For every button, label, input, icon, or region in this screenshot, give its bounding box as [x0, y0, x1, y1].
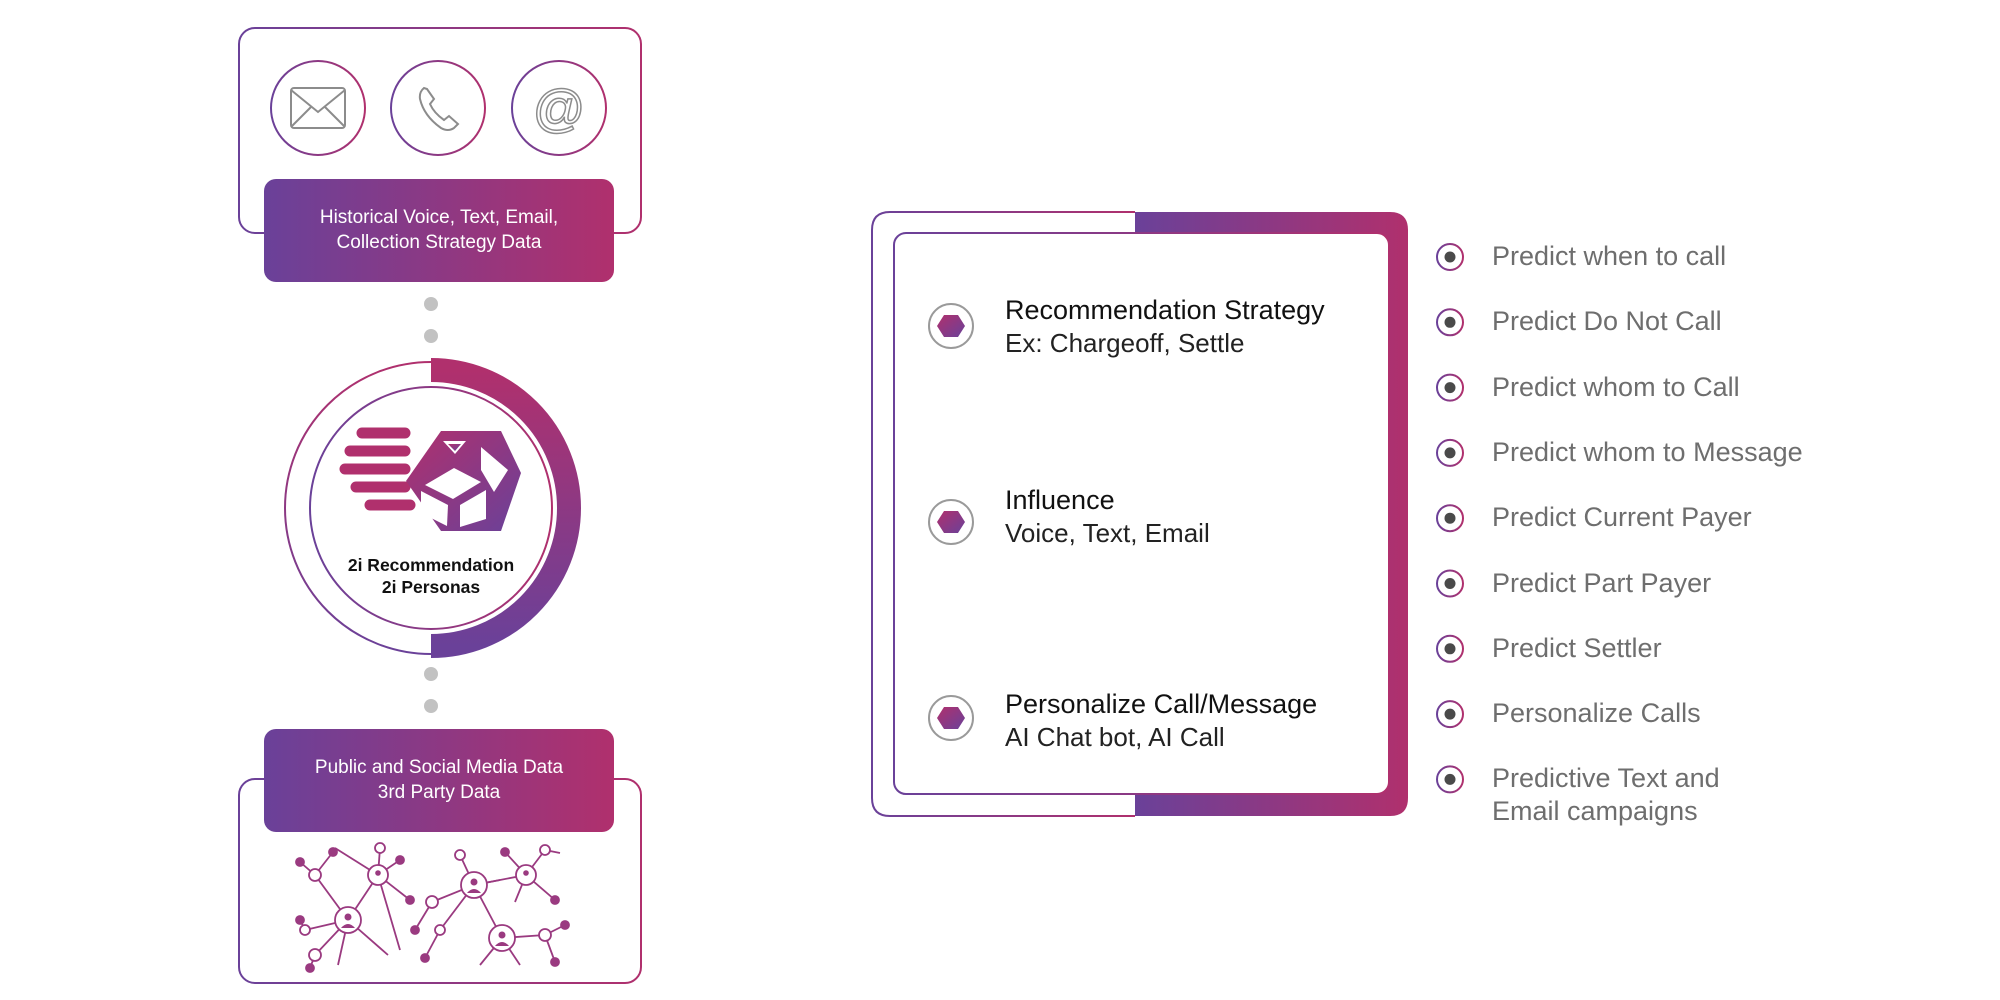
prediction-bullet-icon: [1436, 308, 1464, 337]
social-network-icon: [295, 842, 570, 973]
prediction-bullets: [1436, 243, 1464, 794]
prediction-bullet-icon: [1436, 634, 1464, 663]
prediction-item-label: Predict whom to Message: [1492, 436, 1803, 467]
hub-circle: [284, 358, 581, 658]
top-box-label-line2: Collection Strategy Data: [336, 232, 542, 253]
top-box-label-line1: Historical Voice, Text, Email,: [319, 207, 559, 228]
strategy-bullet-icon: [928, 499, 974, 545]
strategy-subtitle: Voice, Text, Email: [1005, 518, 1210, 548]
prediction-bullet-icon: [1436, 243, 1464, 271]
svg-text:@: @: [533, 80, 586, 138]
hub-label: 2i Recommendation 2i Personas: [331, 554, 531, 598]
strategy-subtitle: AI Chat bot, AI Call: [1005, 722, 1225, 752]
bottom-data-box: [238, 729, 642, 984]
prediction-item-label: Personalize Calls: [1492, 698, 1701, 729]
prediction-item-label-line2: Email campaigns: [1492, 796, 1698, 827]
top-data-box: @: [238, 27, 642, 282]
prediction-item-label: Predictive Text and: [1492, 763, 1720, 794]
bottom-box-label: Public and Social Media Data 3rd Party D…: [264, 755, 614, 805]
prediction-item-label: Predict when to call: [1492, 241, 1727, 271]
prediction-bullet-icon: [1436, 504, 1464, 533]
prediction-item: Predict Part Payer: [1492, 567, 1711, 600]
strategy-subtitle: Ex: Chargeoff, Settle: [1005, 328, 1245, 358]
strategy-title: Recommendation Strategy: [1005, 295, 1325, 325]
strategy-box: [871, 211, 1408, 817]
bottom-box-label-line1: Public and Social Media Data: [314, 757, 564, 778]
phone-icon: [390, 60, 486, 156]
hub-connector-lines: [579, 498, 872, 534]
prediction-item: Predict whom to Message: [1492, 436, 1803, 469]
envelope-icon: [270, 60, 366, 156]
prediction-item: Predict whom to Call: [1492, 371, 1740, 404]
strategy-bullet-icon: [928, 695, 974, 741]
prediction-item: Predict Current Payer: [1492, 501, 1752, 534]
prediction-item-label: Predict Part Payer: [1492, 567, 1712, 598]
prediction-item-label: Predict Settler: [1492, 632, 1662, 663]
prediction-item: Predict Settler: [1492, 632, 1662, 665]
prediction-bullet-icon: [1436, 373, 1464, 402]
hub-label-line1: 2i Recommendation: [347, 555, 515, 575]
strategy-bullet-icon: [928, 303, 974, 349]
prediction-item: Personalize Calls: [1492, 697, 1701, 730]
2i-logo-icon: [339, 427, 521, 531]
prediction-bullet-icon: [1436, 569, 1464, 598]
prediction-item-label: Predict Current Payer: [1492, 502, 1752, 533]
prediction-item: Predict Do Not Call: [1492, 305, 1722, 338]
prediction-item-label: Predict whom to Call: [1492, 371, 1740, 402]
at-sign-icon: @: [511, 60, 607, 156]
top-box-label: Historical Voice, Text, Email, Collectio…: [264, 205, 614, 255]
connector-dot: [424, 329, 438, 343]
prediction-bullet-icon: [1436, 765, 1464, 794]
connector-dot: [424, 667, 438, 681]
hub-label-line2: 2i Personas: [381, 577, 481, 597]
prediction-bullet-icon: [1436, 700, 1464, 729]
strategy-title: Personalize Call/Message: [1005, 689, 1318, 719]
prediction-bullet-icon: [1436, 438, 1464, 467]
prediction-item: Predict when to call: [1492, 240, 1726, 273]
prediction-item-label: Predict Do Not Call: [1492, 306, 1722, 337]
strategy-title: Influence: [1005, 485, 1115, 515]
connector-dot: [424, 297, 438, 311]
connector-dot: [424, 699, 438, 713]
bottom-box-label-line2: 3rd Party Data: [377, 782, 501, 803]
